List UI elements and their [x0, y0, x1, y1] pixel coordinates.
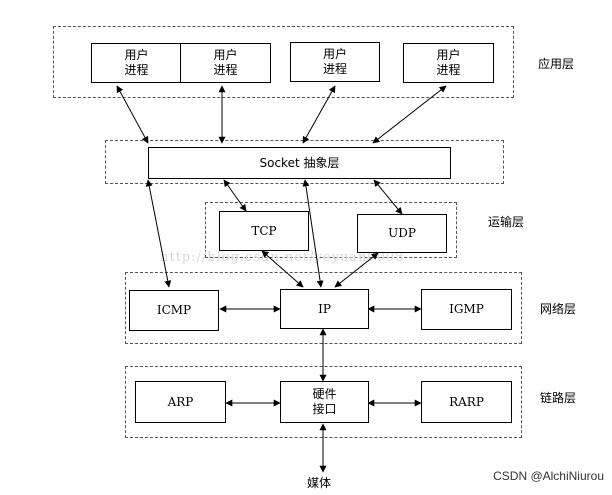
arrow-socket-udp — [373, 179, 403, 215]
igmp-box: IGMP — [421, 289, 512, 330]
layer-label-network: 网络层 — [540, 302, 577, 316]
arrow-process1-socket — [116, 85, 149, 144]
application-layer-frame — [53, 26, 514, 98]
arrow-udp-ip — [334, 252, 379, 288]
transport-layer-frame — [205, 202, 457, 258]
media-label: 媒体 — [307, 476, 332, 490]
tcp-box: TCP — [219, 211, 309, 251]
user-process-box-4: 用户 进程 — [403, 43, 494, 83]
arrow-socket-ip — [302, 179, 324, 288]
hardware-interface-box: 硬件 接口 — [280, 381, 369, 423]
arrow-socket-icmp — [145, 179, 172, 288]
user-process-box-2: 用户 进程 — [180, 43, 271, 83]
layer-label-transport: 运输层 — [488, 215, 525, 229]
udp-box: UDP — [357, 214, 447, 253]
csdn-credit: CSDN @AlchiNiurou — [493, 469, 604, 483]
arrow-process3-socket — [302, 85, 336, 144]
user-process-box-1: 用户 进程 — [91, 43, 182, 83]
rarp-box: RARP — [421, 381, 512, 423]
layer-label-link: 链路层 — [540, 391, 577, 405]
socket-abstraction-box: Socket 抽象层 — [148, 147, 451, 179]
ip-box: IP — [280, 289, 369, 329]
arp-box: ARP — [135, 381, 226, 423]
arrow-socket-tcp — [223, 179, 247, 212]
arrow-process4-socket — [372, 85, 447, 144]
user-process-box-3: 用户 进程 — [290, 42, 380, 82]
icmp-box: ICMP — [129, 290, 219, 331]
arrow-tcp-ip — [261, 250, 304, 288]
layer-label-application: 应用层 — [538, 57, 575, 71]
